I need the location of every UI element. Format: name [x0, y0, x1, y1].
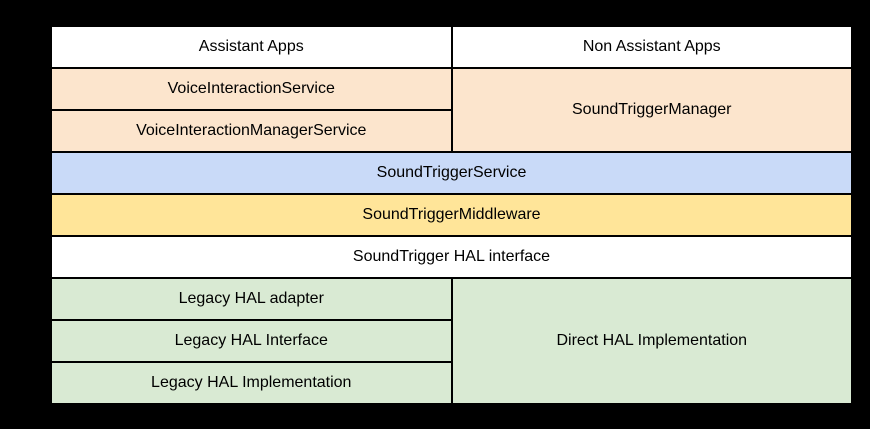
cell-assistant-apps: Assistant Apps	[52, 27, 451, 67]
cell-non-assistant-apps: Non Assistant Apps	[452, 27, 851, 67]
cell-voice-interaction-service: VoiceInteractionService	[52, 69, 451, 109]
cell-legacy-hal-adapter: Legacy HAL adapter	[52, 279, 451, 319]
cell-legacy-hal-interface: Legacy HAL Interface	[52, 321, 451, 361]
cell-sound-trigger-manager: SoundTriggerManager	[452, 69, 851, 151]
cell-sound-trigger-hal-interface: SoundTrigger HAL interface	[52, 237, 851, 277]
cell-sound-trigger-service: SoundTriggerService	[52, 153, 851, 193]
cell-direct-hal-implementation: Direct HAL Implementation	[452, 279, 851, 403]
cell-sound-trigger-middleware: SoundTriggerMiddleware	[52, 195, 851, 235]
cell-voice-interaction-manager-service: VoiceInteractionManagerService	[52, 111, 451, 151]
cell-legacy-hal-implementation: Legacy HAL Implementation	[52, 363, 451, 403]
layer-stack-grid: Assistant Apps Non Assistant Apps VoiceI…	[52, 27, 851, 403]
